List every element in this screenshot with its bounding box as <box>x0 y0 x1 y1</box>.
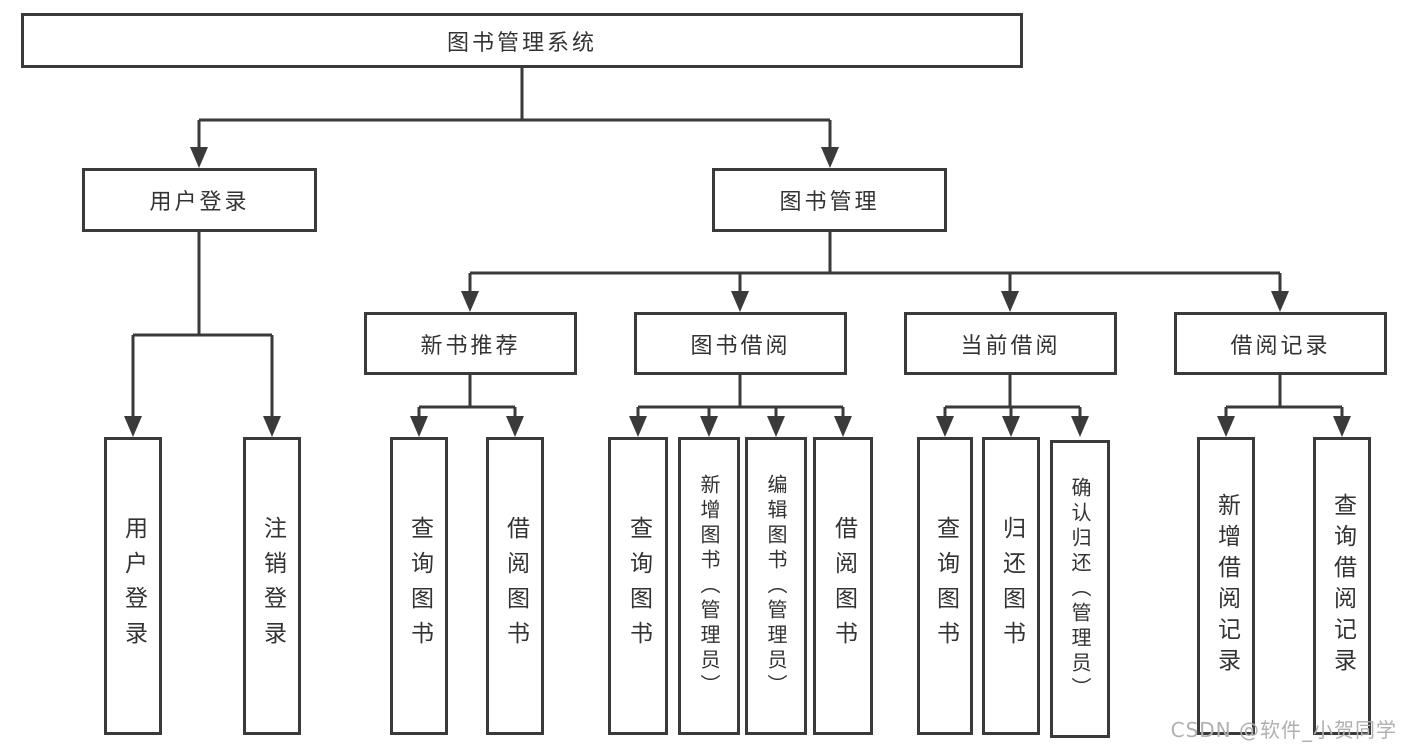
leaf-borrow-books-label: 借阅图书 <box>830 516 857 656</box>
leaf-query-books-borrow-label: 查询图书 <box>625 516 652 656</box>
leaf-user-login-label: 用户登录 <box>120 516 147 656</box>
leaf-confirm-return-admin-label: 确认归还（管理员） <box>1068 476 1092 702</box>
connector-current-borrow-children <box>936 375 1089 437</box>
leaf-query-books-recommend-label: 查询图书 <box>406 516 433 656</box>
node-root: 图书管理系统 <box>21 13 1023 68</box>
connector-book-borrow-children <box>629 375 852 437</box>
leaf-query-books-borrow: 查询图书 <box>608 437 668 735</box>
node-new-book-recommend: 新书推荐 <box>364 312 577 375</box>
leaf-add-books-admin: 新增图书（管理员） <box>678 437 740 735</box>
leaf-confirm-return-admin: 确认归还（管理员） <box>1050 440 1110 738</box>
connector-root-to-level2 <box>190 68 839 168</box>
node-root-label: 图书管理系统 <box>446 30 597 56</box>
leaf-add-borrow-record: 新增借阅记录 <box>1197 437 1255 735</box>
leaf-borrow-books-recommend: 借阅图书 <box>486 437 544 735</box>
leaf-edit-books-admin-label: 编辑图书（管理员） <box>764 473 788 699</box>
leaf-query-borrow-record: 查询借阅记录 <box>1313 437 1371 735</box>
node-book-borrow: 图书借阅 <box>634 312 847 375</box>
leaf-logout-label: 注销登录 <box>259 516 286 656</box>
leaf-borrow-books-recommend-label: 借阅图书 <box>502 516 529 656</box>
leaf-query-books-recommend: 查询图书 <box>390 437 448 735</box>
connector-borrow-records-children <box>1217 375 1351 437</box>
connector-book-management-children <box>461 232 1289 312</box>
node-book-management-label: 图书管理 <box>779 190 880 215</box>
leaf-borrow-books: 借阅图书 <box>813 437 873 735</box>
node-book-borrow-label: 图书借阅 <box>690 333 791 359</box>
leaf-add-borrow-record-label: 新增借阅记录 <box>1213 493 1240 679</box>
leaf-edit-books-admin: 编辑图书（管理员） <box>745 437 807 735</box>
node-borrow-records: 借阅记录 <box>1174 312 1387 375</box>
leaf-query-books-current: 查询图书 <box>917 437 973 735</box>
node-new-book-recommend-label: 新书推荐 <box>420 333 521 359</box>
leaf-return-books: 归还图书 <box>982 437 1040 735</box>
node-borrow-records-label: 借阅记录 <box>1230 333 1331 359</box>
leaf-return-books-label: 归还图书 <box>998 516 1025 656</box>
leaf-add-books-admin-label: 新增图书（管理员） <box>697 473 721 699</box>
leaf-query-books-current-label: 查询图书 <box>932 516 959 656</box>
node-current-borrow: 当前借阅 <box>904 312 1117 375</box>
csdn-watermark: CSDN @软件_小贺同学 <box>1170 718 1397 742</box>
node-user-login-label: 用户登录 <box>149 190 250 215</box>
node-book-management: 图书管理 <box>712 168 947 232</box>
leaf-logout: 注销登录 <box>243 437 301 735</box>
node-current-borrow-label: 当前借阅 <box>960 333 1061 359</box>
connector-new-book-recommend-children <box>410 375 524 437</box>
node-user-login: 用户登录 <box>82 168 317 232</box>
leaf-user-login: 用户登录 <box>104 437 162 735</box>
connector-user-login-children <box>124 232 281 437</box>
leaf-query-borrow-record-label: 查询借阅记录 <box>1329 493 1356 679</box>
